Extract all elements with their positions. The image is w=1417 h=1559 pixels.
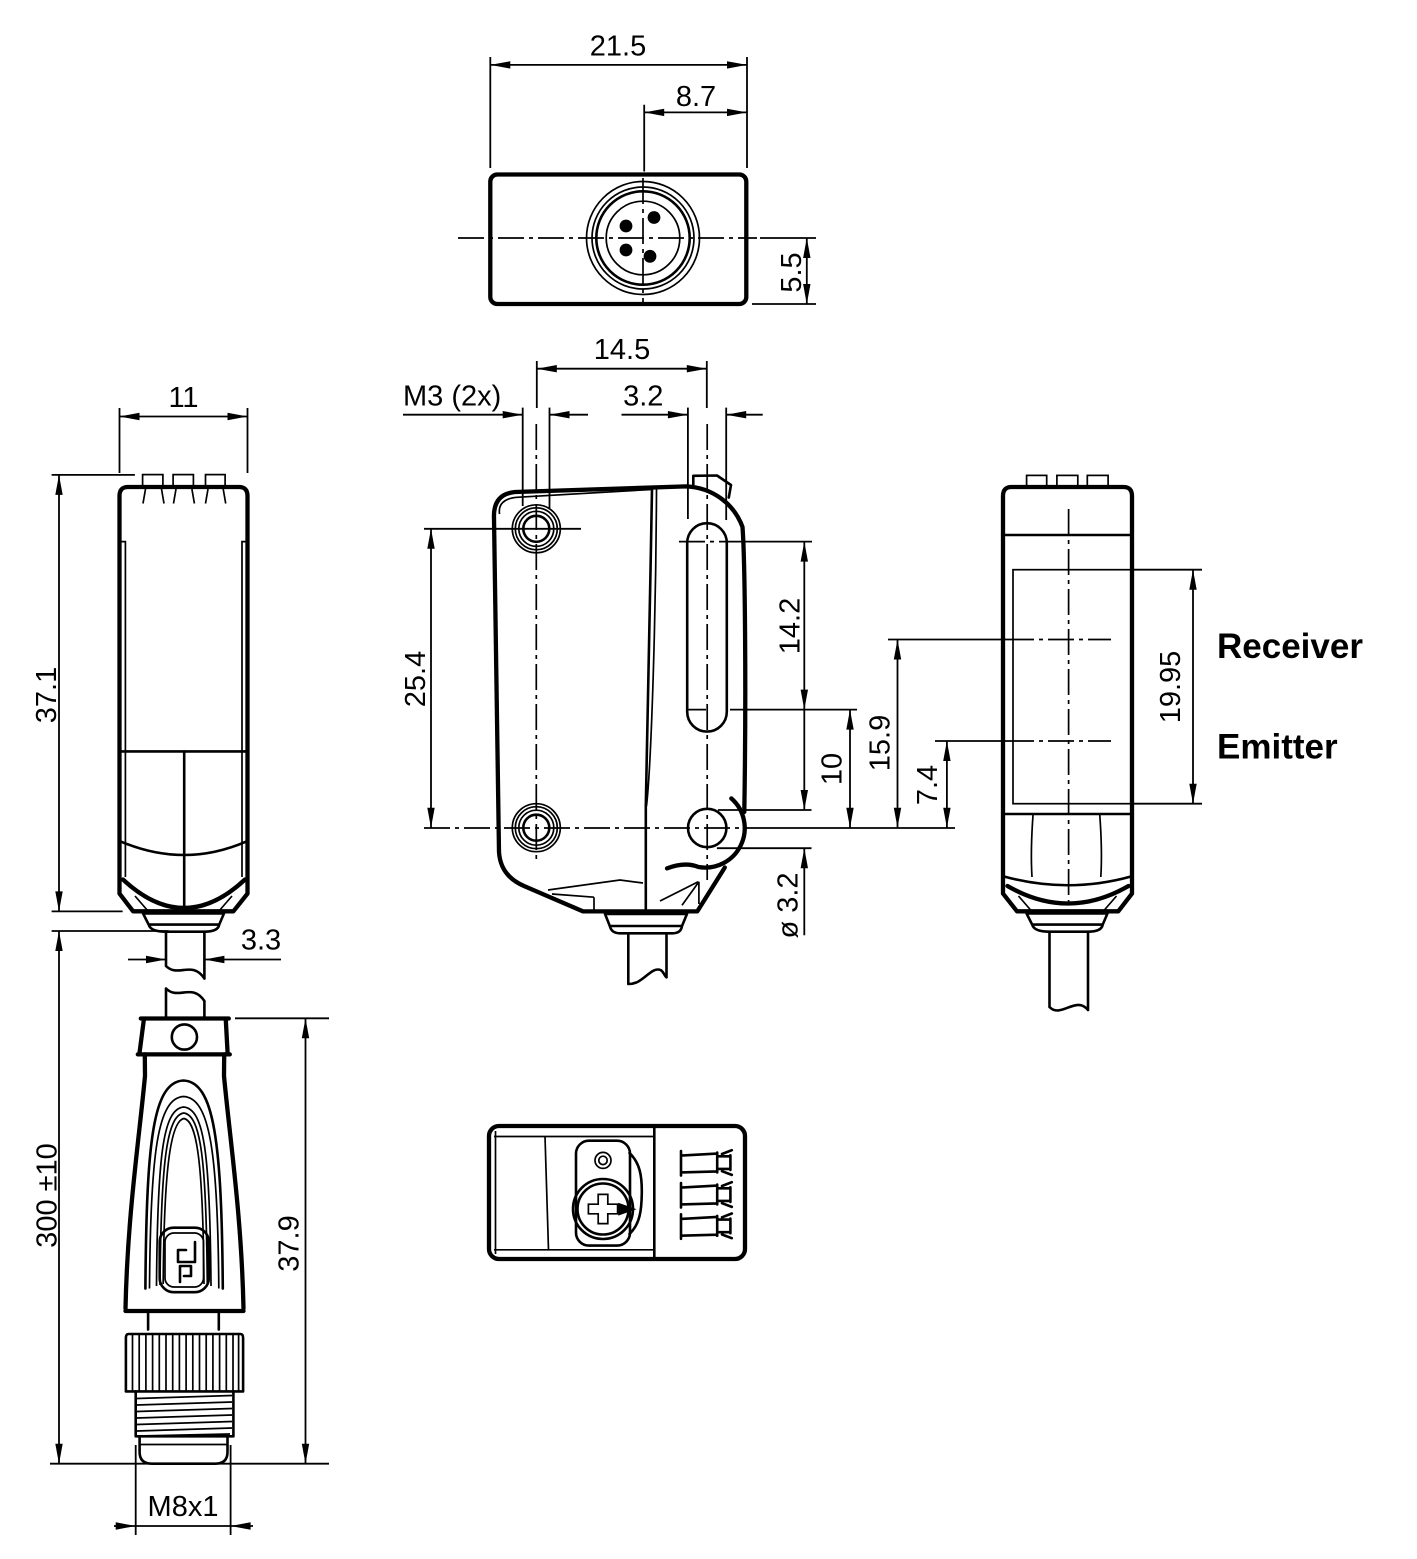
svg-text:300 ±10: 300 ±10 bbox=[32, 1143, 64, 1248]
svg-text:15.9: 15.9 bbox=[865, 715, 897, 771]
svg-text:M8x1: M8x1 bbox=[148, 1491, 219, 1523]
svg-text:14.2: 14.2 bbox=[775, 598, 807, 654]
svg-text:37.1: 37.1 bbox=[31, 667, 63, 723]
svg-text:10: 10 bbox=[817, 753, 849, 785]
svg-text:3.3: 3.3 bbox=[241, 925, 281, 957]
svg-text:37.9: 37.9 bbox=[274, 1215, 306, 1271]
svg-text:21.5: 21.5 bbox=[590, 30, 646, 62]
svg-text:Emitter: Emitter bbox=[1217, 728, 1338, 767]
svg-text:5.5: 5.5 bbox=[776, 252, 808, 292]
svg-text:14.5: 14.5 bbox=[594, 334, 650, 366]
svg-text:11: 11 bbox=[168, 382, 198, 414]
svg-text:25.4: 25.4 bbox=[400, 651, 432, 707]
svg-text:M3 (2x): M3 (2x) bbox=[403, 381, 501, 413]
svg-text:7.4: 7.4 bbox=[912, 765, 944, 805]
svg-text:19.95: 19.95 bbox=[1155, 651, 1187, 724]
svg-text:Receiver: Receiver bbox=[1217, 627, 1363, 666]
svg-text:8.7: 8.7 bbox=[676, 81, 716, 113]
svg-text:ø 3.2: ø 3.2 bbox=[773, 872, 805, 938]
svg-text:3.2: 3.2 bbox=[623, 381, 663, 413]
